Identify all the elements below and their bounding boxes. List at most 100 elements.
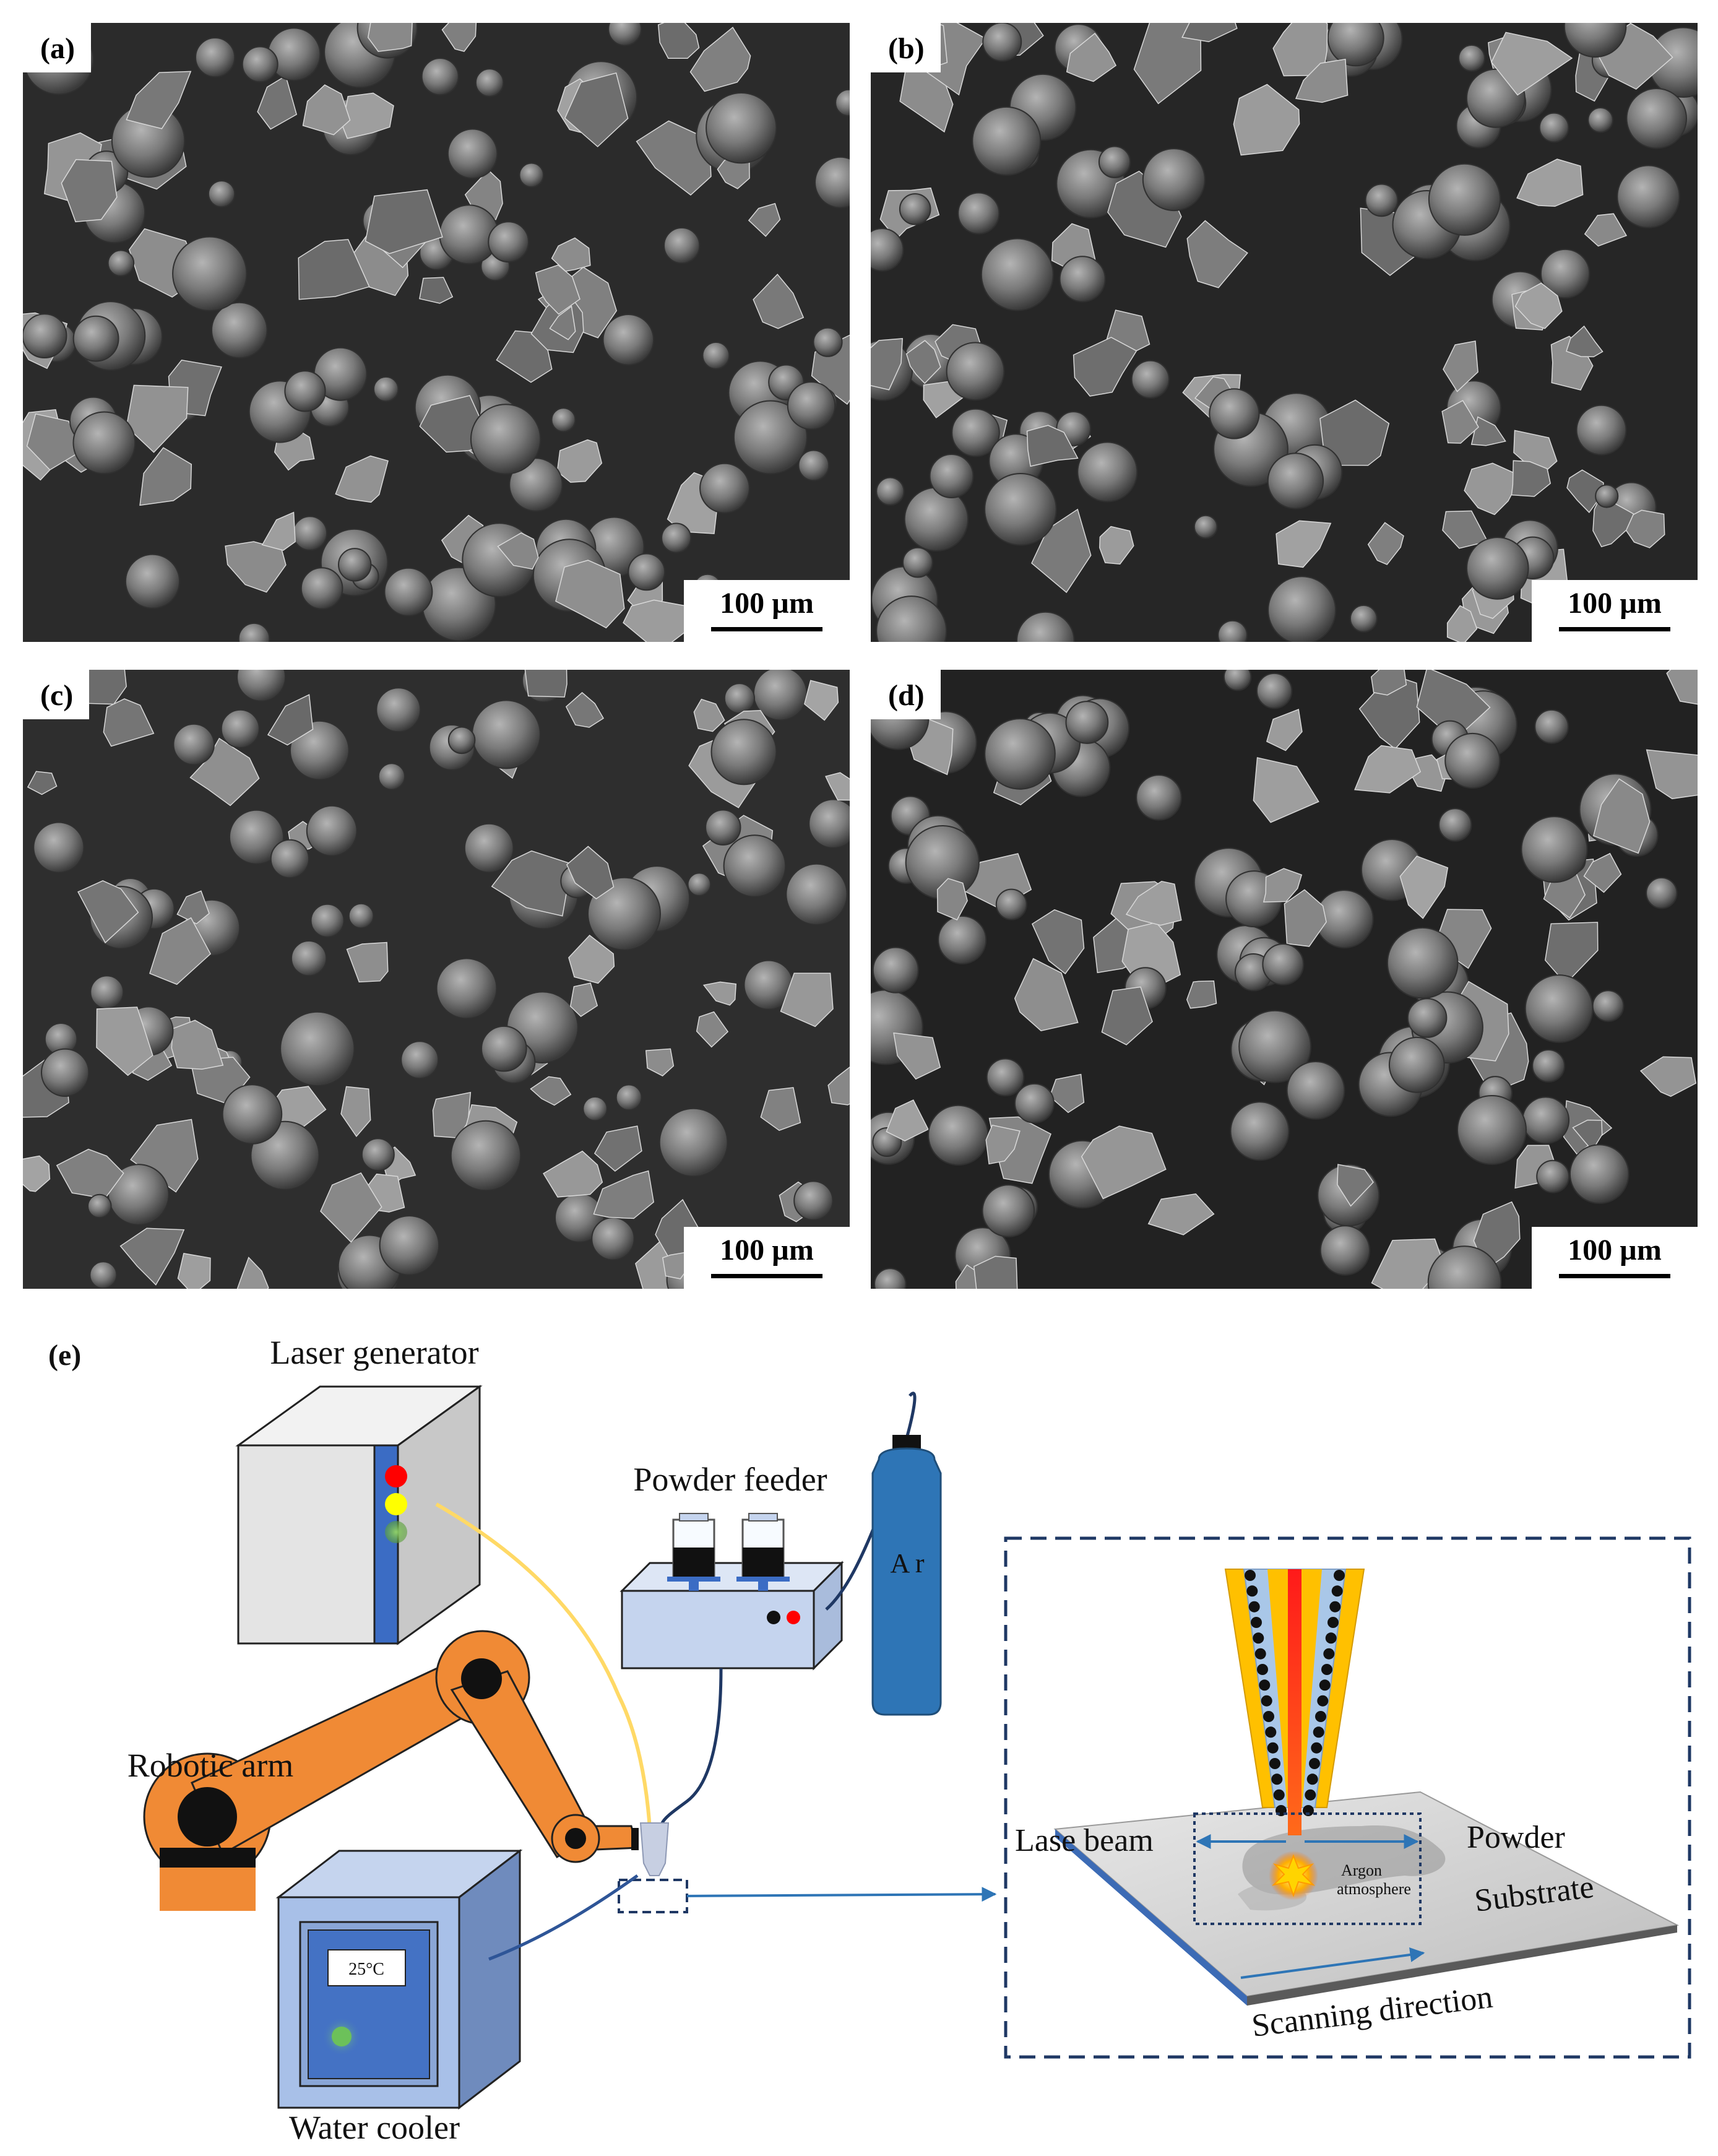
spherical-particle [447,128,498,180]
irregular-particle [568,934,615,984]
spherical-particle [1365,183,1399,217]
irregular-particle [1337,1164,1374,1207]
spherical-particle [980,238,1054,311]
powder-dot-right [1329,1601,1341,1613]
irregular-particle [149,917,212,985]
powder-dot-left [1261,1695,1272,1707]
spherical-particle [236,670,287,702]
powder-dot-left [1263,1711,1274,1722]
spherical-particle [982,1184,1035,1237]
spherical-particle [1131,360,1170,399]
spherical-particle [1587,107,1613,133]
irregular-particle [1233,84,1300,156]
irregular-particle [126,384,189,453]
irregular-particle [693,698,725,732]
spherical-particle [1136,774,1182,821]
spherical-particle [1576,404,1627,456]
spherical-particle [1388,1036,1445,1093]
yellow-indicator-icon [385,1493,407,1515]
spherical-particle [348,903,374,929]
scale-bar: 100 µm [684,1227,850,1289]
irregular-particle [973,1255,1018,1289]
irregular-particle [1186,220,1248,288]
spherical-particle [373,376,399,402]
irregular-particle [748,202,781,237]
irregular-particle [1031,508,1092,594]
irregular-particle [27,771,58,795]
spherical-particle [1407,998,1448,1038]
spherical-particle [72,411,136,475]
spherical-particle [1142,148,1206,212]
irregular-particle [696,1011,729,1048]
spherical-particle [705,809,741,846]
irregular-particle [441,23,477,52]
irregular-particle [543,1150,603,1198]
spherical-particle [1428,163,1501,236]
powder-dot-left [1271,1773,1283,1785]
spherical-particle [1217,620,1248,642]
powder-dot-right [1309,1758,1320,1769]
spherical-particle [793,1180,834,1221]
powder-feeder [619,1513,844,1671]
spherical-particle [379,1215,440,1276]
powder-dot-right [1334,1570,1345,1581]
irregular-particle [1319,399,1390,466]
spherical-particle [378,763,406,790]
spherical-particle [658,1107,728,1177]
spherical-particle [72,315,119,362]
spherical-particle [957,192,1000,235]
spherical-particle [876,477,905,506]
powder-hopper-left [667,1513,720,1591]
sem-panel-d: (d) 100 µm [871,670,1698,1289]
laser-generator-front [237,1444,399,1645]
spherical-particle [995,888,1027,920]
powder-dot-right [1319,1679,1331,1691]
spherical-particle [982,23,1022,62]
laser-generator [235,1385,483,1645]
laser-fiber [435,1502,652,1830]
spherical-particle [1193,514,1218,539]
spherical-particle [1466,537,1529,600]
irregular-particle [1370,670,1407,696]
black-button-icon [767,1611,780,1624]
spherical-particle [195,37,236,78]
irregular-particle [267,694,314,746]
spherical-particle [1386,927,1459,999]
spherical-particle [1077,441,1138,503]
irregular-particle [302,84,351,136]
irregular-particle [96,1007,153,1076]
powder-dot-right [1303,1805,1314,1816]
scale-bar-line [711,1274,822,1278]
spherical-particle [984,718,1056,790]
scanning-direction-arrow [1240,1947,1425,1979]
spherical-particle [421,58,459,96]
powder-dot-right [1305,1789,1316,1801]
sem-image-b [871,23,1698,642]
spherical-particle [1536,1159,1570,1193]
spherical-particle [1230,1101,1290,1161]
powder-dot-right [1325,1632,1337,1644]
spherical-particle [464,823,514,873]
sem-image-c [23,670,850,1289]
spherical-particle [1457,1095,1527,1165]
irregular-particle [657,23,700,59]
spherical-particle [814,156,850,209]
spherical-particle [1444,732,1501,789]
powder-feeder-label: Powder feeder [633,1461,827,1498]
spherical-particle [687,872,712,897]
powder-hose [660,1668,723,1824]
spherical-particle [928,1104,989,1166]
spherical-particle [1458,44,1485,72]
spherical-particle [400,1041,439,1080]
powder-dot-left [1254,1648,1266,1660]
temperature-display [327,1949,406,1986]
sem-panel-b: (b) 100 µm [871,23,1698,642]
irregular-particle [23,1155,51,1192]
irregular-particle [1147,1193,1215,1236]
spherical-particle [338,548,372,582]
scale-bar: 100 µm [1532,1227,1698,1289]
robotic-arm [143,1630,639,1911]
robotic-arm-label: Robotic arm [127,1747,293,1784]
spherical-particle [628,553,666,591]
irregular-particle [1295,58,1349,103]
